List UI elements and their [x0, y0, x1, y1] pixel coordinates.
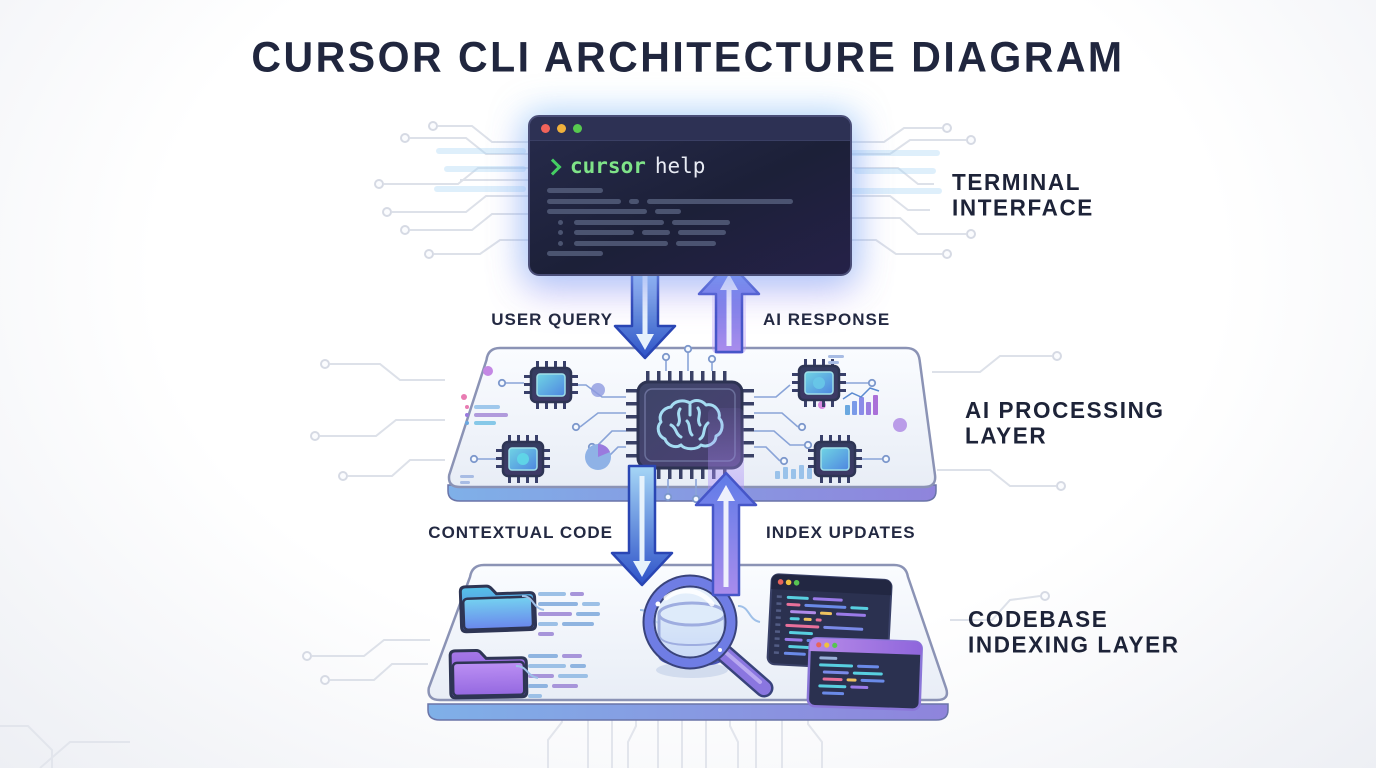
window-close-icon	[541, 124, 550, 133]
text-dashes	[460, 355, 844, 484]
glow-streak	[434, 186, 526, 192]
glow-streak	[850, 150, 940, 156]
pie-chart-icon	[585, 444, 611, 470]
circuit-traces	[478, 353, 882, 495]
window-zoom-icon	[573, 124, 582, 133]
command-text: cursor	[570, 154, 646, 178]
glow-streak	[850, 188, 942, 194]
label-line: INDEXING LAYER	[968, 632, 1180, 658]
terminal-body: cursor help	[530, 141, 850, 256]
index-updates-label: INDEX UPDATES	[766, 523, 916, 542]
terminal-interface-label: TERMINAL INTERFACE	[952, 169, 1094, 221]
glow-streak	[854, 168, 936, 174]
terminal-command-line: cursor help	[544, 152, 833, 180]
user-query-label: USER QUERY	[491, 310, 613, 329]
codebase-indexing-board	[427, 563, 949, 721]
window-minimize-icon	[557, 124, 566, 133]
label-line: TERMINAL	[952, 169, 1082, 195]
index-updates-arrow-icon	[694, 471, 758, 597]
code-window	[806, 636, 923, 711]
glow-streak	[444, 166, 526, 172]
ai-response-label: AI RESPONSE	[763, 310, 891, 329]
bar-chart-icon	[842, 387, 880, 415]
mini-bars-icon	[775, 465, 812, 479]
contextual-code-arrow-icon	[610, 464, 674, 587]
user-query-arrow-icon	[613, 254, 677, 360]
label-line: CODEBASE	[968, 606, 1109, 632]
contextual-code-label: CONTEXTUAL CODE	[428, 523, 613, 542]
magnifier-icon	[642, 574, 774, 698]
terminal-output	[547, 188, 833, 256]
page-title: CURSOR CLI ARCHITECTURE DIAGRAM	[251, 33, 1125, 81]
label-line: LAYER	[965, 423, 1048, 449]
folder-icon	[448, 649, 529, 700]
ai-processing-layer-label: AI PROCESSING LAYER	[965, 397, 1165, 449]
glow-streak	[436, 148, 526, 154]
prompt-chevron-icon	[544, 158, 562, 175]
codebase-indexing-layer-label: CODEBASE INDEXING LAYER	[968, 606, 1180, 658]
index-text-lines	[528, 592, 600, 698]
label-line: AI PROCESSING	[965, 397, 1165, 423]
terminal-titlebar	[530, 117, 850, 141]
command-argument-text: help	[654, 154, 706, 178]
terminal-window: cursor help	[528, 115, 852, 276]
label-line: INTERFACE	[952, 195, 1094, 221]
node-dot-icon	[483, 366, 493, 376]
terminal-output-line	[547, 188, 603, 193]
folder-icon	[458, 584, 538, 634]
ai-response-arrow-icon	[697, 260, 761, 354]
